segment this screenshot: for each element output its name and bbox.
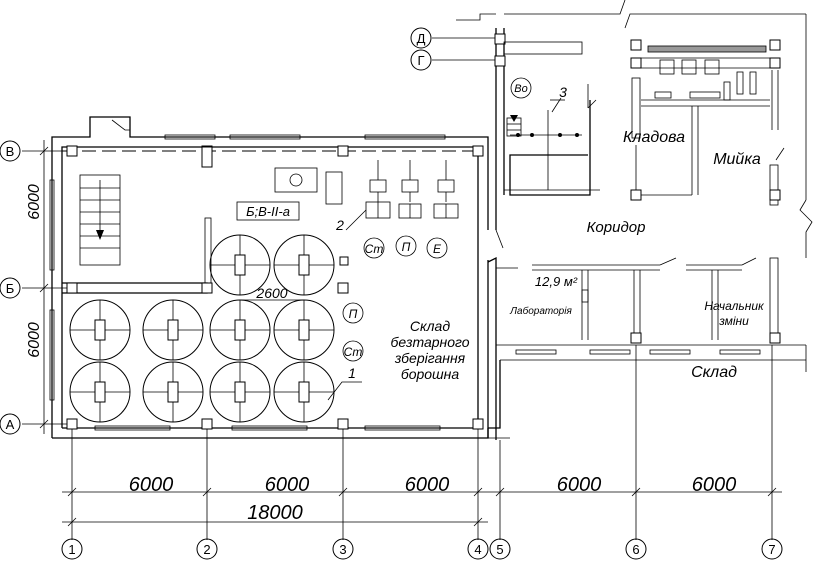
marker-vo-circle bbox=[510, 77, 532, 99]
warehouse-line-1: Склад bbox=[410, 318, 450, 334]
callout-2: 2 bbox=[335, 217, 344, 233]
marker-p-2: П bbox=[349, 307, 358, 321]
silo bbox=[142, 299, 204, 361]
callout-2-leader bbox=[345, 209, 367, 231]
dimension-labels: 6000 6000 6000 6000 6000 18000 6000 6000 bbox=[26, 184, 736, 524]
dim-bottom-2: 6000 bbox=[265, 474, 310, 496]
silo bbox=[273, 299, 335, 361]
room-washroom: Мийка bbox=[713, 151, 761, 168]
axis-label-7: 7 bbox=[768, 542, 775, 557]
dim-bottom-3: 6000 bbox=[405, 474, 450, 496]
axis-lines bbox=[22, 37, 773, 540]
axis-label-2: 2 bbox=[203, 542, 210, 557]
silo-spacing-label: 2600 bbox=[255, 285, 287, 301]
room-laboratory: Лабораторія bbox=[509, 305, 572, 317]
axis-bubbles: В Б А Д Г 1 2 3 4 5 6 7 bbox=[0, 27, 783, 560]
silo bbox=[209, 361, 271, 423]
axis-label-5: 5 bbox=[496, 542, 503, 557]
category-box bbox=[236, 201, 300, 221]
axis-label-1: 1 bbox=[68, 542, 75, 557]
dim-bottom-1: 6000 bbox=[129, 474, 174, 496]
marker-st-1: Ст bbox=[365, 242, 384, 256]
marker-st-2: Ст bbox=[344, 345, 363, 359]
silo bbox=[273, 361, 335, 423]
axis-label-3: 3 bbox=[339, 542, 346, 557]
lab-block bbox=[487, 256, 807, 440]
axis-label-v: В bbox=[6, 144, 15, 159]
room-corridor: Коридор bbox=[587, 219, 646, 236]
dim-bottom-5: 6000 bbox=[692, 474, 737, 496]
marker-e: Е bbox=[433, 242, 442, 256]
axis-label-a: А bbox=[6, 417, 15, 432]
room-chief-line-2: зміни bbox=[718, 314, 749, 328]
axis-label-b: Б bbox=[6, 281, 15, 296]
axis-label-4: 4 bbox=[474, 542, 481, 557]
marker-p-1: П bbox=[402, 240, 411, 254]
dim-left-1: 6000 bbox=[26, 184, 43, 220]
room-warehouse-label: Склад безтарного зберігання борошна bbox=[390, 318, 469, 382]
warehouse-line-4: борошна bbox=[401, 366, 460, 382]
dim-total: 18000 bbox=[247, 502, 303, 524]
silo bbox=[142, 361, 204, 423]
equipment-markers: Ст П Е П Ст bbox=[342, 235, 448, 362]
dim-left-2: 6000 bbox=[26, 322, 43, 358]
warehouse-line-2: безтарного bbox=[390, 334, 469, 350]
silo bbox=[209, 234, 271, 296]
axis-label-6: 6 bbox=[632, 542, 639, 557]
silo bbox=[209, 299, 271, 361]
windows bbox=[49, 134, 446, 431]
pantry-block bbox=[630, 14, 813, 258]
warehouse-line-3: зберігання bbox=[394, 350, 466, 366]
room-storage: Склад bbox=[691, 364, 737, 381]
silo bbox=[273, 234, 335, 296]
category-label: Б;В-ІІ-а bbox=[246, 204, 290, 219]
room-pantry: Кладова bbox=[623, 129, 685, 146]
axis-label-g: Г bbox=[417, 53, 424, 68]
axis-label-d: Д bbox=[417, 31, 426, 46]
room-area: 12,9 м² bbox=[535, 274, 578, 289]
columns bbox=[66, 145, 484, 430]
dimension-lines bbox=[39, 140, 782, 527]
room-chief-line-1: Начальник bbox=[704, 299, 765, 313]
silo bbox=[69, 361, 131, 423]
silo bbox=[69, 299, 131, 361]
staircase bbox=[79, 174, 121, 266]
callout-1-leader bbox=[327, 381, 362, 401]
dim-bottom-4: 6000 bbox=[557, 474, 602, 496]
silos bbox=[69, 234, 335, 423]
callout-3: 3 bbox=[559, 84, 567, 100]
right-wing-walls bbox=[456, 0, 806, 249]
marker-vo: Во bbox=[514, 83, 527, 95]
callout-3-leader bbox=[551, 97, 562, 113]
link-walls bbox=[488, 360, 510, 439]
callout-1: 1 bbox=[348, 365, 356, 381]
